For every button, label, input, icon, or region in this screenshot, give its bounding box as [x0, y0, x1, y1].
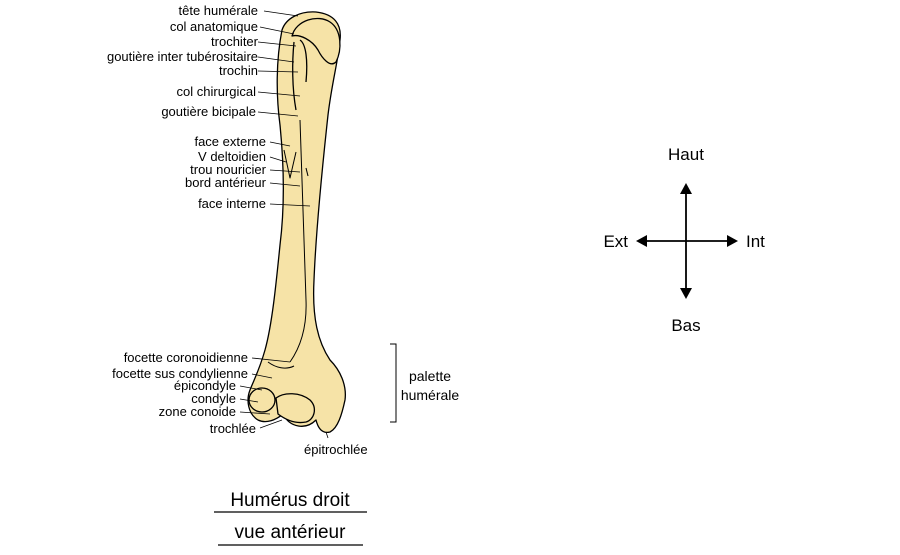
palette-label: palette humérale [401, 368, 460, 403]
palette-bracket [390, 343, 397, 423]
caption-title: Humérus droit [230, 490, 350, 511]
arrow-up-icon [680, 183, 692, 194]
arrow-left-icon [636, 235, 647, 247]
arrow-down-icon [680, 288, 692, 299]
label-goutiere-inter: goutière inter tubérositaire [107, 49, 258, 64]
label-palette-line2: humérale [401, 387, 460, 403]
label-trochiter: trochiter [211, 34, 259, 49]
trochlea-shape [275, 393, 316, 424]
label-bord-anterieur: bord antérieur [185, 175, 267, 190]
orientation-compass: Haut Bas Ext Int [603, 145, 765, 335]
anterior-border [289, 119, 307, 363]
tubercle-line [299, 39, 308, 83]
humeral-head [291, 17, 341, 65]
label-focette-coronoidienne: focette coronoidienne [124, 350, 248, 365]
leader-lines [239, 10, 329, 439]
humerus-bone [247, 11, 346, 434]
caption: Humérus droit vue antérieur [214, 490, 367, 546]
bone-shaft [247, 11, 346, 434]
bicipital-groove [292, 41, 297, 111]
label-condyle: condyle [191, 391, 236, 406]
compass-up-label: Haut [668, 145, 704, 164]
label-face-interne: face interne [198, 196, 266, 211]
label-focette-sus-condylienne: focette sus condylienne [112, 366, 248, 381]
label-trochlee: trochlée [210, 421, 256, 436]
label-face-externe: face externe [194, 134, 266, 149]
compass-right-label: Int [746, 232, 765, 251]
compass-left-label: Ext [603, 232, 628, 251]
label-epicondyle: épicondyle [174, 378, 236, 393]
label-epitrochlee: épitrochlée [304, 442, 368, 457]
label-goutiere-bicipale: goutière bicipale [161, 104, 256, 119]
compass-down-label: Bas [671, 316, 700, 335]
capitulum [248, 387, 276, 413]
label-v-deltoidien: V deltoidien [198, 149, 266, 164]
label-tete-humerale: tête humérale [179, 3, 259, 18]
label-zone-conoide: zone conoide [159, 404, 236, 419]
arrow-right-icon [727, 235, 738, 247]
anatomy-labels: tête humérale col anatomique trochiter g… [107, 3, 267, 436]
label-col-chirurgical: col chirurgical [177, 84, 257, 99]
deltoid-v [283, 149, 297, 179]
label-palette-line1: palette [409, 368, 451, 384]
label-trou-nouricier: trou nouricier [190, 162, 267, 177]
label-trochin: trochin [219, 63, 258, 78]
caption-subtitle: vue antérieur [235, 522, 347, 543]
label-col-anatomique: col anatomique [170, 19, 258, 34]
nutrient-foramen [305, 167, 309, 177]
coronoid-fossa [267, 361, 295, 369]
